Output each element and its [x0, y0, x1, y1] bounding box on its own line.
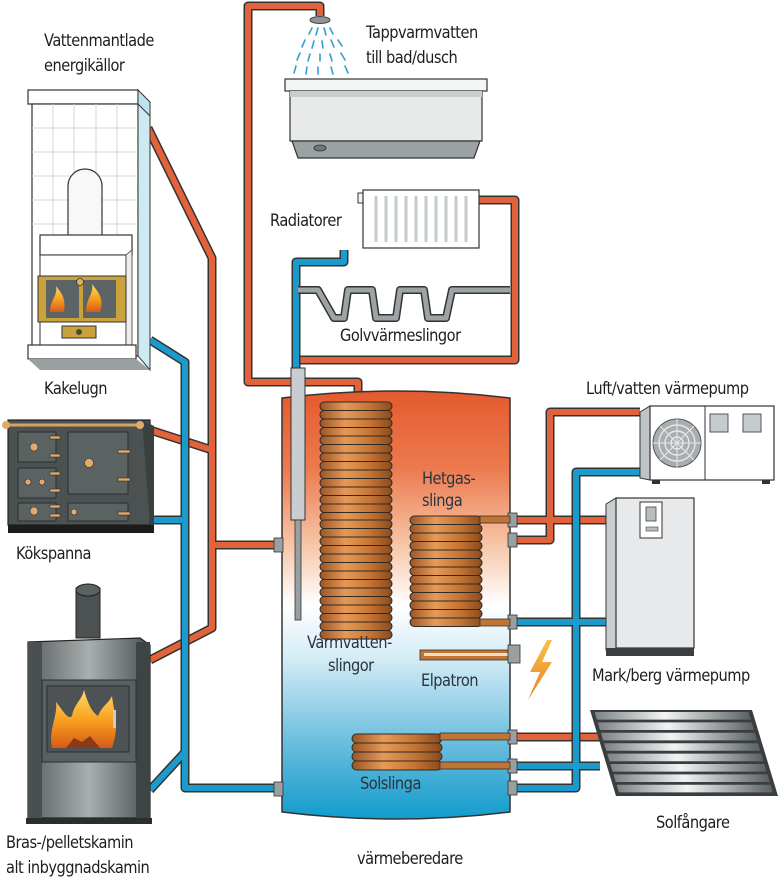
coil-turn — [409, 558, 483, 568]
label-solar-coil: Solslinga — [360, 774, 421, 794]
label-energy-sources-line2: energikällor — [44, 56, 125, 76]
solar-collector-strip — [616, 784, 773, 793]
coil-turn — [409, 566, 483, 576]
coil-turn — [319, 503, 393, 513]
label-kokspanna: Kökspanna — [16, 544, 91, 564]
label-hot-water-coils-line1: Varmvatten- — [307, 633, 392, 653]
coil-turn — [409, 575, 483, 585]
coil-turn — [319, 528, 393, 538]
label-hotgas-line2: slinga — [422, 491, 463, 511]
coil-turn — [319, 435, 393, 445]
coil-turn — [351, 742, 443, 753]
label-energy-sources-line1: Vattenmantlade — [44, 31, 154, 51]
coil-turn — [319, 579, 393, 589]
coil-turn — [409, 609, 483, 619]
coil-turn — [319, 469, 393, 479]
solar-coil — [351, 733, 443, 771]
label-ground-heat-pump: Mark/berg värmepump — [592, 666, 750, 686]
coil-turn — [409, 549, 483, 559]
coil-turn — [319, 418, 393, 428]
coil-turn — [319, 613, 393, 623]
coil-turn — [319, 410, 393, 420]
coil-turn — [409, 515, 483, 525]
hotgas-coil — [409, 515, 483, 627]
coil-turn — [319, 570, 393, 580]
coil-turn — [409, 592, 483, 602]
hot-water-coil-upper — [319, 401, 393, 522]
coil-turn — [409, 583, 483, 593]
solar-collector-strip — [610, 764, 767, 772]
coil-turn — [319, 444, 393, 454]
label-kamin-line1: Bras-/pelletskamin — [6, 833, 134, 853]
label-hot-water-coils-line2: slingor — [328, 656, 374, 676]
coil-turn — [319, 519, 393, 529]
label-tap-water-line1: Tappvarmvatten — [366, 23, 478, 43]
coil-turn — [351, 760, 443, 771]
coil-turn — [319, 427, 393, 437]
coil-turn — [319, 630, 393, 640]
label-radiators: Radiatorer — [270, 211, 342, 231]
kakelugn-icon — [27, 88, 151, 372]
solar-collector-strip — [600, 732, 758, 741]
radiator-icon — [357, 189, 480, 249]
coil-turn — [409, 600, 483, 610]
solar-collector-strip — [604, 743, 761, 751]
label-elpatron: Elpatron — [421, 671, 479, 691]
coil-turn — [319, 596, 393, 606]
label-tap-water-line2: till bad/dusch — [366, 48, 458, 68]
shower-head-icon — [293, 16, 349, 75]
coil-turn — [319, 536, 393, 546]
hot-water-coil-lower — [319, 519, 393, 640]
floor-heating-coil-icon — [298, 286, 510, 322]
coil-turn — [319, 621, 393, 631]
coil-turn — [319, 452, 393, 462]
coil-turn — [409, 532, 483, 542]
lightning-bolt-icon — [528, 640, 552, 700]
solar-collector-strip — [597, 722, 755, 730]
coil-turn — [409, 524, 483, 534]
coil-turn — [351, 751, 443, 762]
coil-turn — [319, 587, 393, 597]
label-hotgas-line1: Hetgas- — [422, 469, 476, 489]
braskamin-icon — [26, 583, 152, 824]
label-solar-collector: Solfångare — [656, 813, 730, 833]
coil-turn — [319, 553, 393, 563]
coil-turn — [319, 604, 393, 614]
label-kamin-line2: alt inbyggnadskamin — [6, 858, 150, 878]
hot-pipes — [143, 1, 640, 742]
solar-collector-icon — [590, 710, 778, 796]
coil-turn — [319, 545, 393, 555]
coil-turn — [319, 486, 393, 496]
air-water-heat-pump-icon — [639, 405, 775, 484]
kokspanna-icon — [2, 419, 154, 533]
cold-pipes — [146, 250, 640, 794]
coil-turn — [319, 461, 393, 471]
ground-heat-pump-icon — [605, 497, 695, 656]
coil-turn — [319, 562, 393, 572]
label-kakelugn: Kakelugn — [44, 379, 107, 399]
bathtub-icon — [284, 78, 488, 159]
coil-turn — [319, 495, 393, 505]
coil-turn — [409, 617, 483, 627]
label-floor-heating: Golvvärmeslingor — [340, 326, 461, 346]
label-air-water-heat-pump: Luft/vatten värmepump — [586, 379, 749, 399]
coil-turn — [351, 733, 443, 744]
solar-collector-strip — [594, 712, 751, 720]
coil-turn — [409, 541, 483, 551]
solar-collector-strip — [613, 774, 770, 782]
label-tank-title: värmeberedare — [357, 849, 463, 869]
solar-collector-strip — [607, 753, 764, 762]
elpatron-icon — [419, 644, 521, 664]
coil-turn — [319, 401, 393, 411]
coil-turn — [319, 478, 393, 488]
coil-connections — [439, 515, 511, 770]
